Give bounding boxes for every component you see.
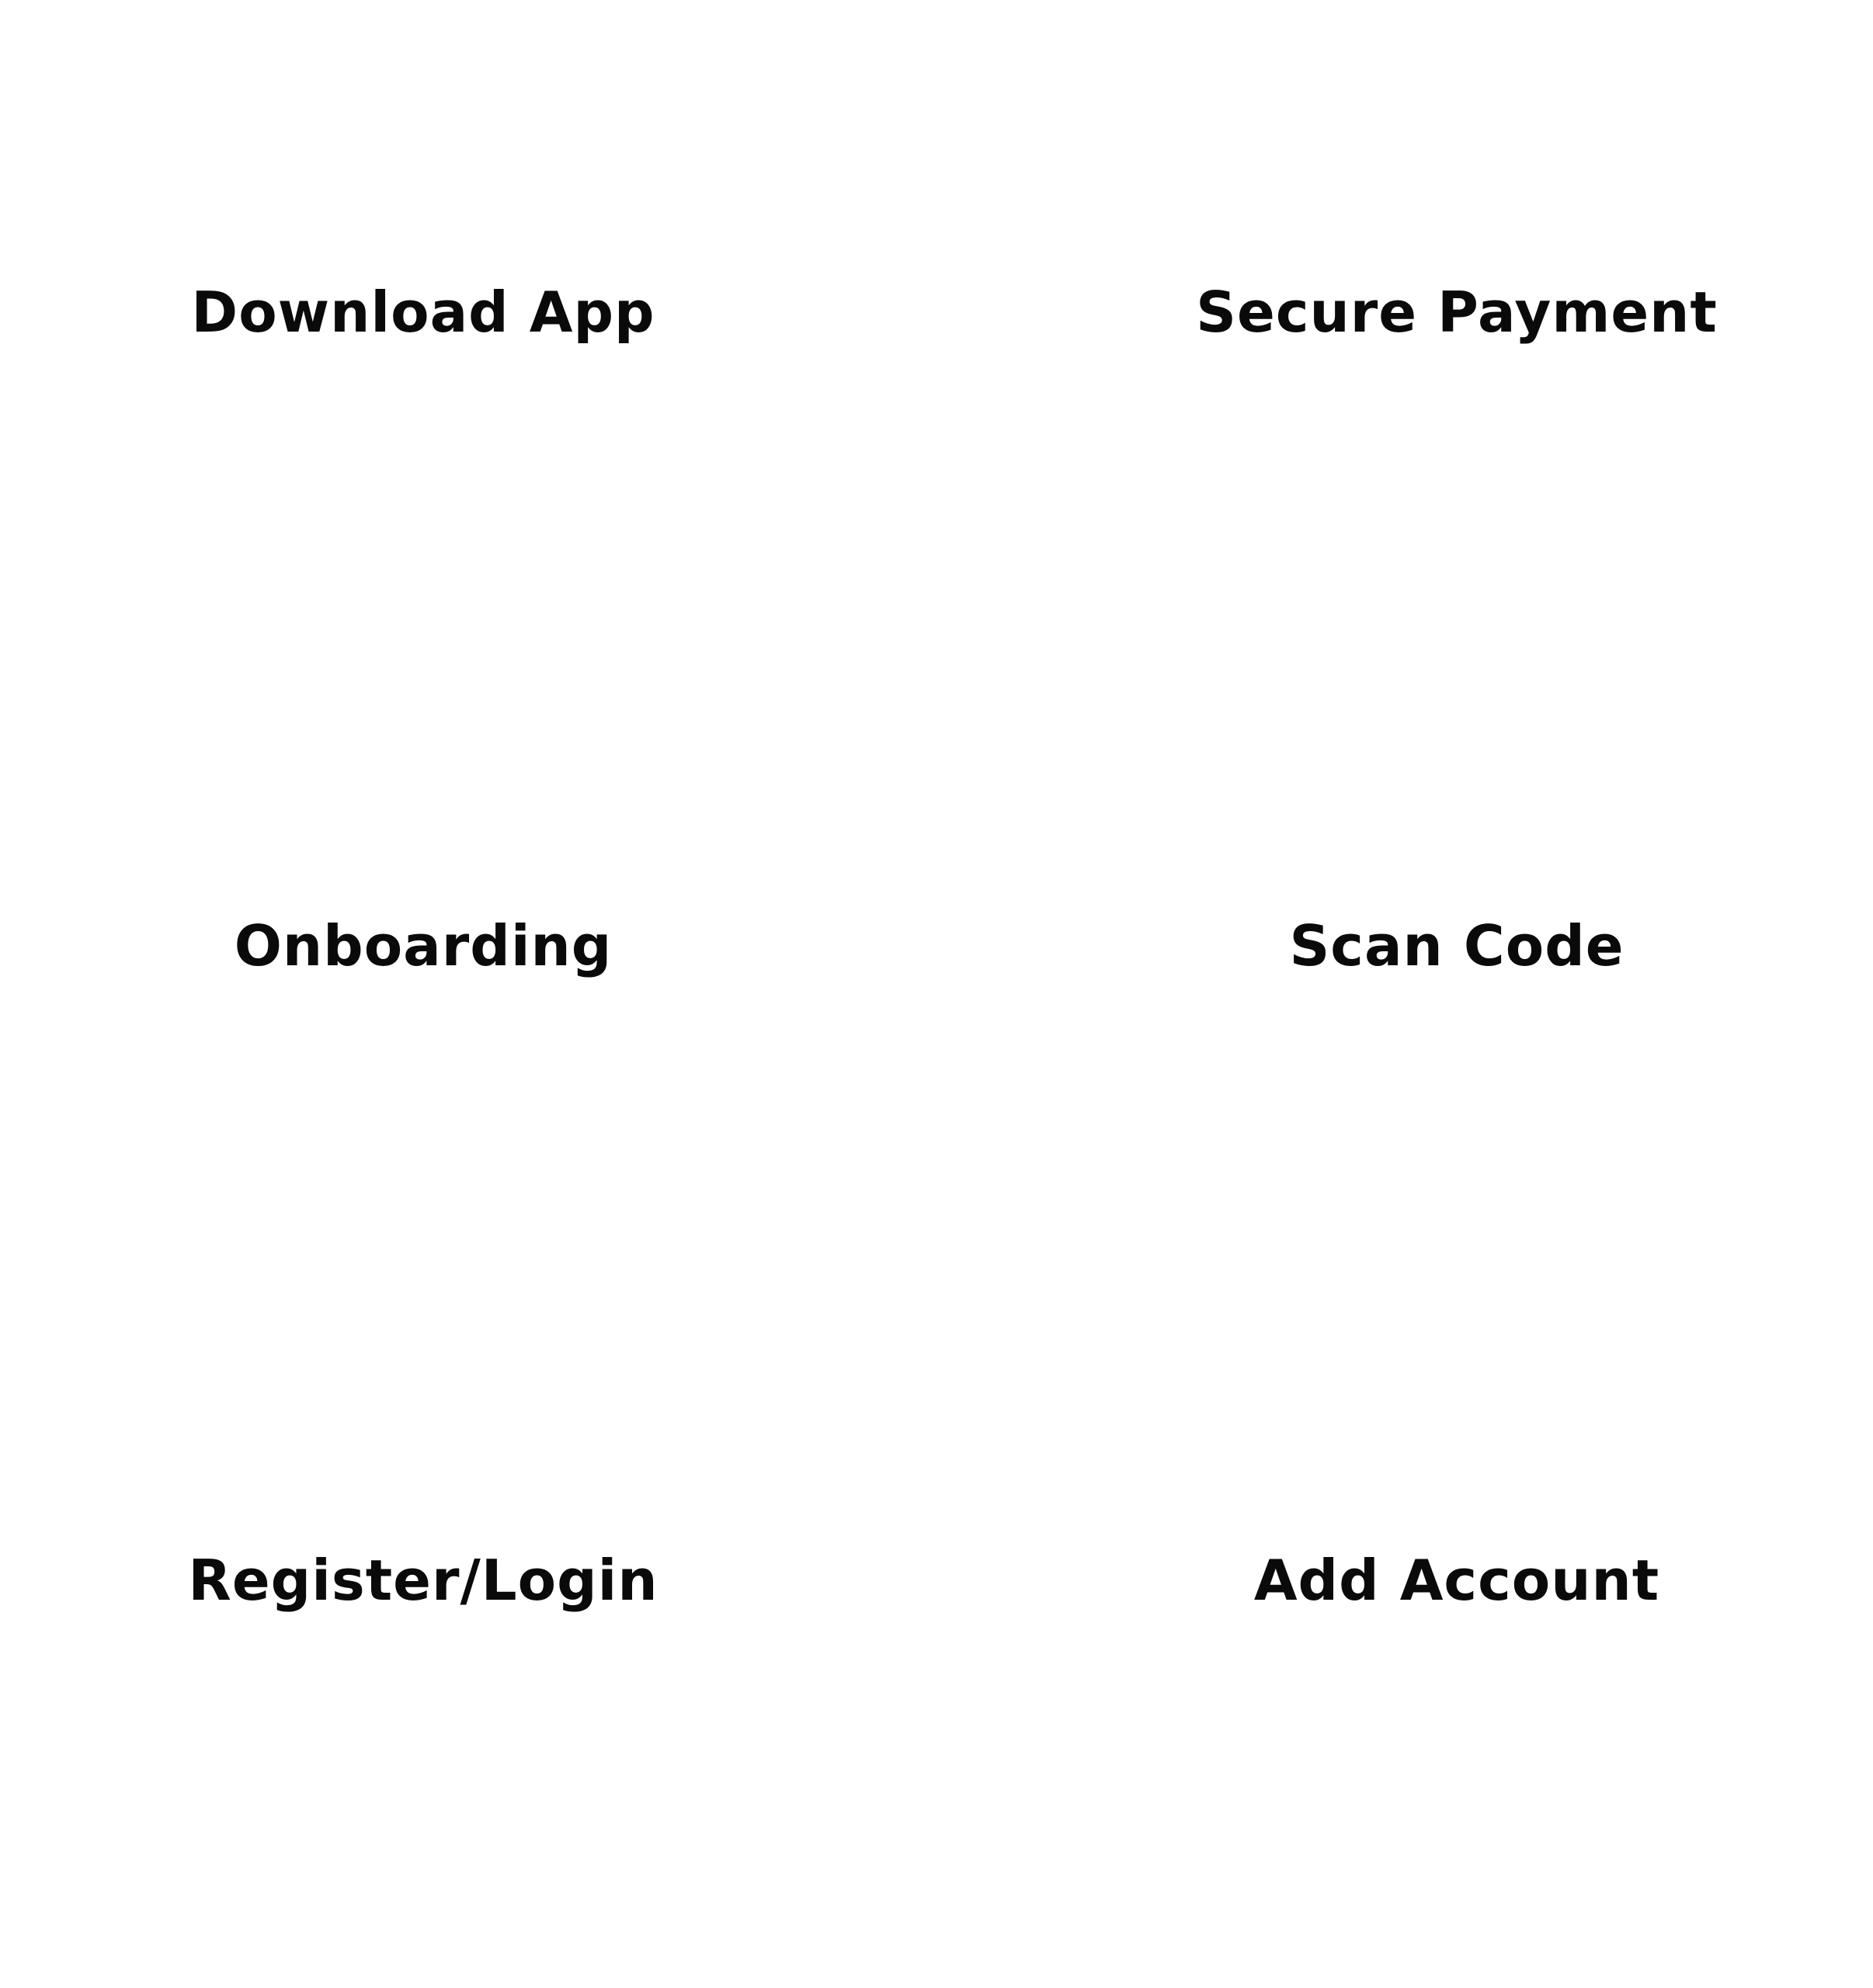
step-label-onboarding: Onboarding bbox=[234, 913, 613, 978]
step-label-download-app: Download App bbox=[191, 280, 655, 345]
step-label-scan-code: Scan Code bbox=[1289, 913, 1625, 978]
step-label-add-account: Add Account bbox=[1253, 1548, 1660, 1613]
step-label-secure-payment: Secure Payment bbox=[1196, 280, 1718, 345]
step-label-register-login: Register/Login bbox=[188, 1548, 659, 1613]
